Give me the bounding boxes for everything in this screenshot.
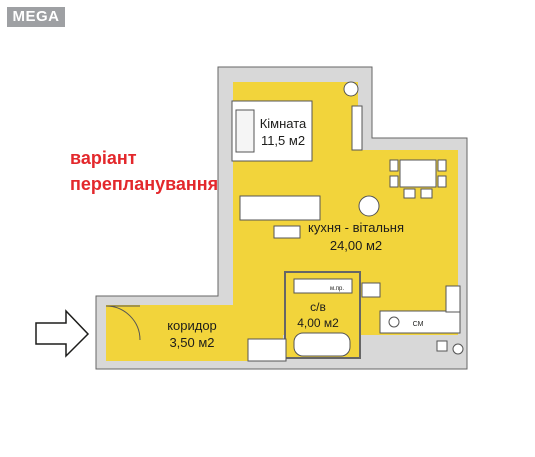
stove-label: СМ [413, 321, 424, 328]
wall-knob-icon [452, 343, 464, 355]
dining-table [389, 159, 447, 199]
closet [247, 338, 287, 362]
toilet-box [361, 282, 381, 298]
kitchen-area: 24,00 м2 [330, 238, 382, 253]
room-area: 11,5 м2 [261, 133, 305, 148]
mega-logo: MEGA [7, 7, 65, 27]
lamp-icon [343, 81, 359, 97]
plant-icon [358, 195, 380, 217]
bathroom-area-label: 4,00 м2 [297, 316, 339, 330]
oven-icon [436, 340, 448, 352]
kitchen-name: кухня - вітальня [308, 220, 404, 235]
corridor-floor [106, 305, 246, 361]
washing-machine [293, 278, 353, 294]
room-name: Кімната [260, 116, 307, 131]
side-cabinet [445, 285, 461, 313]
replanning-variant-note: варіант перепланування [70, 145, 218, 197]
coffee-table [273, 225, 301, 239]
corridor-area: 3,50 м2 [169, 335, 214, 350]
corridor-name: коридор [167, 318, 217, 333]
kitchen-counter [379, 310, 461, 334]
note-line-2: перепланування [70, 174, 219, 194]
pillow [235, 109, 255, 153]
sofa [239, 195, 321, 221]
sink-icon [388, 316, 400, 328]
washer-label: м.пр. [330, 286, 344, 292]
note-line-1: варіант [70, 148, 137, 168]
bathroom-name: с/в [310, 300, 326, 314]
entrance-door [105, 305, 141, 341]
entrance-arrow-icon [35, 309, 90, 358]
sink-bath [293, 332, 351, 357]
wardrobe [351, 105, 363, 151]
